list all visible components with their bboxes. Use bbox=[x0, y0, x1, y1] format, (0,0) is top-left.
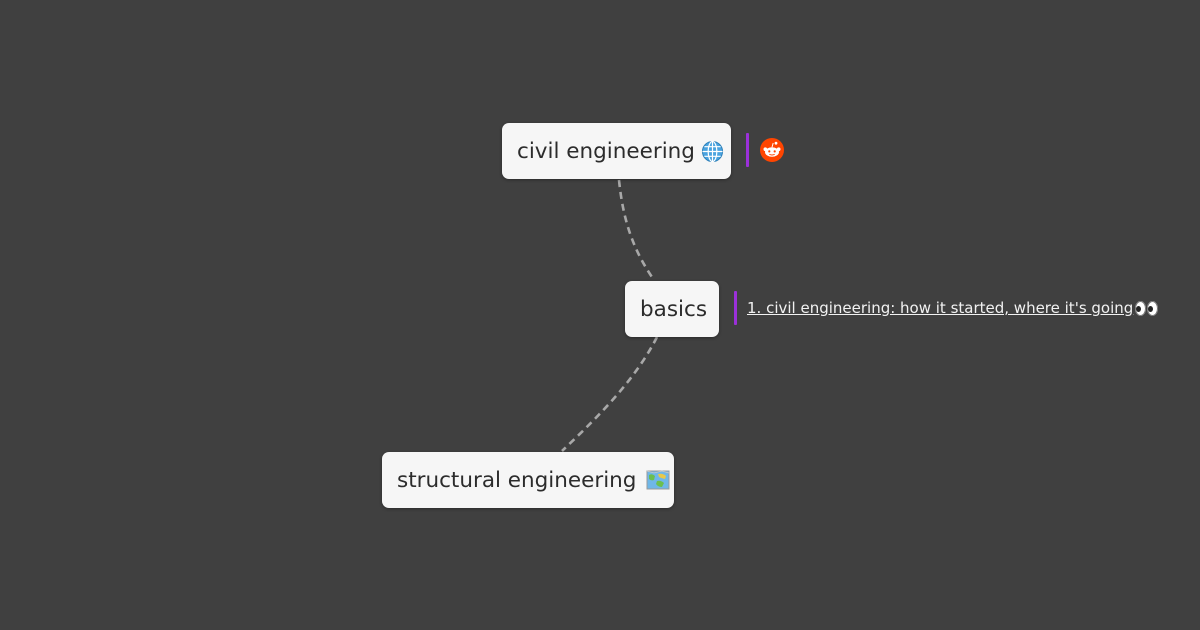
connector-basics-to-structural bbox=[561, 336, 659, 452]
attachment-marker bbox=[746, 133, 749, 167]
map-icon bbox=[646, 469, 670, 491]
node-label: civil engineering bbox=[517, 138, 695, 164]
connector-root-to-basics bbox=[617, 179, 656, 281]
note-link[interactable]: 1. civil engineering: how it started, wh… bbox=[747, 299, 1159, 317]
node-structural-engineering[interactable]: structural engineering bbox=[382, 452, 674, 508]
globe-icon bbox=[701, 140, 724, 163]
attachment-marker bbox=[734, 291, 737, 325]
node-basics[interactable]: basics bbox=[625, 281, 719, 337]
note-link-text: 1. civil engineering: how it started, wh… bbox=[747, 299, 1134, 317]
reddit-icon[interactable] bbox=[760, 138, 784, 162]
node-label: structural engineering bbox=[397, 467, 637, 493]
node-civil-engineering[interactable]: civil engineering bbox=[502, 123, 731, 179]
node-label: basics bbox=[640, 296, 708, 322]
eyes-icon bbox=[1135, 300, 1159, 316]
